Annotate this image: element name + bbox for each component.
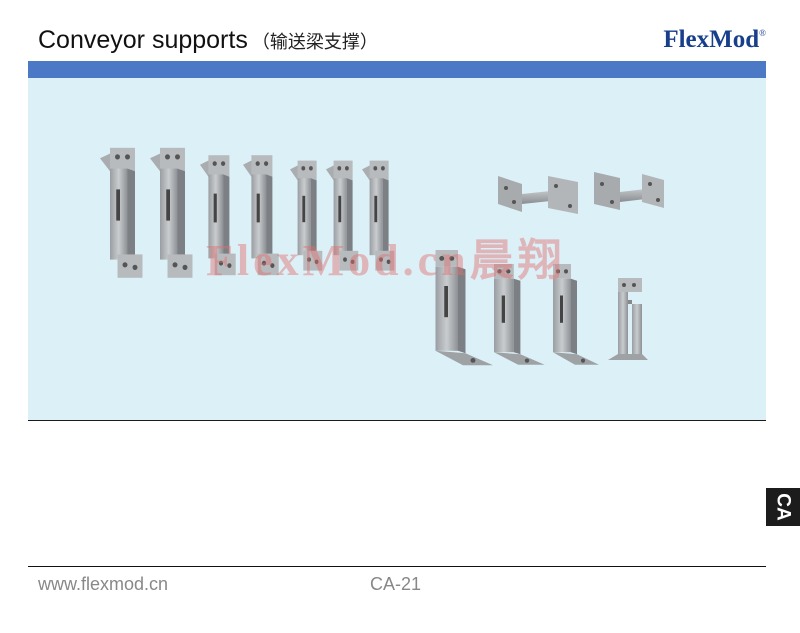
- page-number: CA-21: [370, 574, 422, 594]
- product-image-panel: FlexMod.cn晨翔: [28, 78, 766, 421]
- brand-logo: FlexMod®: [663, 26, 766, 54]
- section-tab: CA: [766, 488, 800, 526]
- title-text: Conveyor supports: [38, 26, 248, 54]
- page-title: Conveyor supports（输送梁支撑）: [38, 26, 378, 55]
- footer-website: www.flexmod.cn: [38, 574, 169, 594]
- footer-divider: [28, 566, 766, 567]
- header-bar: [28, 61, 766, 78]
- title-subtitle: （输送梁支撑）: [251, 32, 378, 53]
- section-tab-label: CA: [772, 493, 794, 521]
- watermark-text: FlexMod.cn晨翔: [206, 236, 566, 285]
- conveyor-supports-illustration: [100, 147, 664, 366]
- brand-name: FlexMod: [663, 26, 760, 53]
- brand-registered-mark: ®: [759, 28, 766, 38]
